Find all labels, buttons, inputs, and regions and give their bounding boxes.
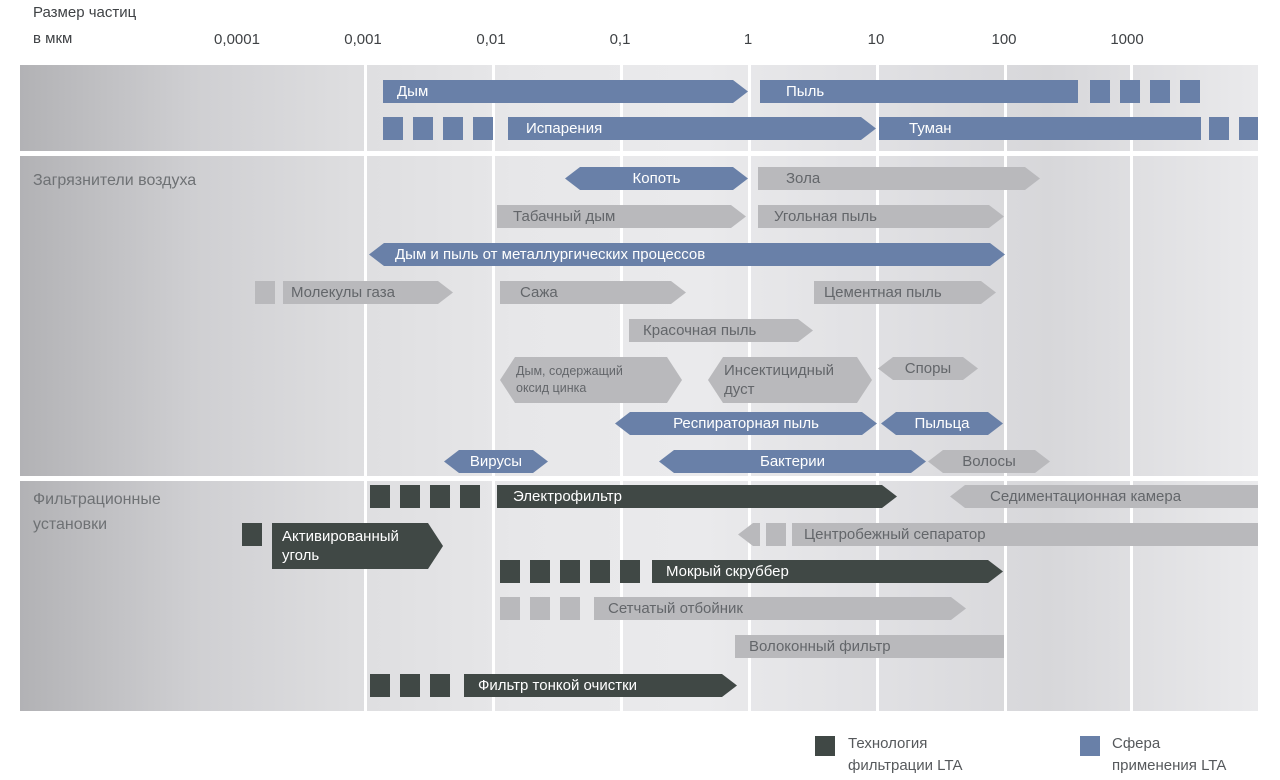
bar-ash: Зола (758, 167, 1040, 190)
bar-wet-scrubber: Мокрый скруббер (652, 560, 1003, 583)
dash-segment (383, 117, 493, 140)
bar-insecticide-dust-line2: дуст (724, 381, 755, 398)
dash-segment (255, 281, 275, 304)
tick-label: 1000 (1110, 31, 1144, 48)
section-label-filters: Фильтрационные установки (33, 487, 161, 537)
bar-fiber-filter: Волоконный фильтр (735, 635, 1004, 658)
dash-segment (1209, 117, 1258, 140)
axis-title-line1: Размер частиц (33, 4, 137, 21)
bar-sedimentation-chamber: Седиментационная камера (950, 485, 1258, 508)
bar-dust: Пыль (760, 80, 1078, 103)
bar-mesh-eliminator: Сетчатый отбойник (594, 597, 966, 620)
legend-label-lta-application: Сфера применения LTA (1112, 733, 1226, 777)
bar-activated-carbon-line2: уголь (282, 547, 320, 564)
tick-label: 0,01 (476, 31, 506, 48)
bar-viruses: Вирусы (444, 450, 548, 473)
bar-metallurgical-smoke-dust: Дым и пыль от металлургических процессов (369, 243, 1005, 266)
bar-pollen: Пыльца (881, 412, 1003, 435)
dash-segment (1090, 80, 1200, 103)
bar-soot: Копоть (565, 167, 748, 190)
tick-label: 0,001 (344, 31, 382, 48)
bar-hair: Волосы (928, 450, 1050, 473)
section-label-pollutants: Загрязнители воздуха (33, 172, 197, 189)
bar-paint-dust: Красочная пыль (629, 319, 813, 342)
bar-bacteria: Бактерии (659, 450, 926, 473)
section-label-filters-line1: Фильтрационные (33, 491, 161, 508)
bar-coal-dust: Угольная пыль (758, 205, 1004, 228)
legend-label-lta-technology-line1: Технология (848, 735, 928, 752)
dash-segment (500, 560, 640, 583)
dash-segment (370, 485, 480, 508)
bar-tobacco-smoke: Табачный дым (497, 205, 746, 228)
bar-electrostatic-precipitator: Электрофильтр (497, 485, 897, 508)
legend-label-lta-application-line2: применения LTA (1112, 757, 1227, 774)
tick-label: 10 (867, 31, 885, 48)
bar-activated-carbon-line1: Активированный (282, 528, 399, 545)
bar-zinc-oxide-smoke-line2: оксид цинка (516, 381, 587, 395)
bar-smoke: Дым (383, 80, 748, 103)
dash-segment (370, 674, 450, 697)
bar-activated-carbon: Активированный уголь (272, 523, 443, 569)
legend-label-lta-application-line1: Сфера (1112, 735, 1161, 752)
bar-insecticide-dust-line1: Инсектицидный (724, 362, 835, 379)
tick-label: 100 (991, 31, 1017, 48)
legend-label-lta-technology-line2: фильтрации LTA (848, 757, 963, 774)
bar-zinc-oxide-smoke-line1: Дым, содержащий (516, 364, 623, 378)
bar-vapors: Испарения (508, 117, 876, 140)
bar-respirable-dust: Респираторная пыль (615, 412, 877, 435)
bar-spores: Споры (878, 357, 978, 380)
tick-label: 0,0001 (214, 31, 260, 48)
legend-label-lta-technology: Технология фильтрации LTA (848, 733, 962, 777)
dash-segment (242, 523, 262, 546)
axis-title-line2: в мкм (33, 30, 73, 47)
bar-gas-molecules: Молекулы газа (283, 281, 453, 304)
tick-label: 1 (743, 31, 753, 48)
section-label-filters-line2: установки (33, 516, 108, 533)
band-filters (20, 481, 1258, 711)
dash-segment (500, 597, 580, 620)
bar-carbon-black: Сажа (500, 281, 686, 304)
bar-cement-dust: Цементная пыль (814, 281, 996, 304)
legend-swatch-lta-technology (815, 736, 835, 756)
bar-fine-filter: Фильтр тонкой очистки (464, 674, 737, 697)
bar-zinc-oxide-smoke: Дым, содержащий оксид цинка (500, 357, 682, 403)
legend-swatch-lta-application (1080, 736, 1100, 756)
bar-insecticide-dust: Инсектицидный дуст (708, 357, 872, 403)
dash-segment (766, 523, 786, 546)
bar-mist: Туман (879, 117, 1201, 140)
tick-label: 0,1 (609, 31, 631, 48)
bar-centrifugal-separator: Центробежный сепаратор (792, 523, 1258, 546)
